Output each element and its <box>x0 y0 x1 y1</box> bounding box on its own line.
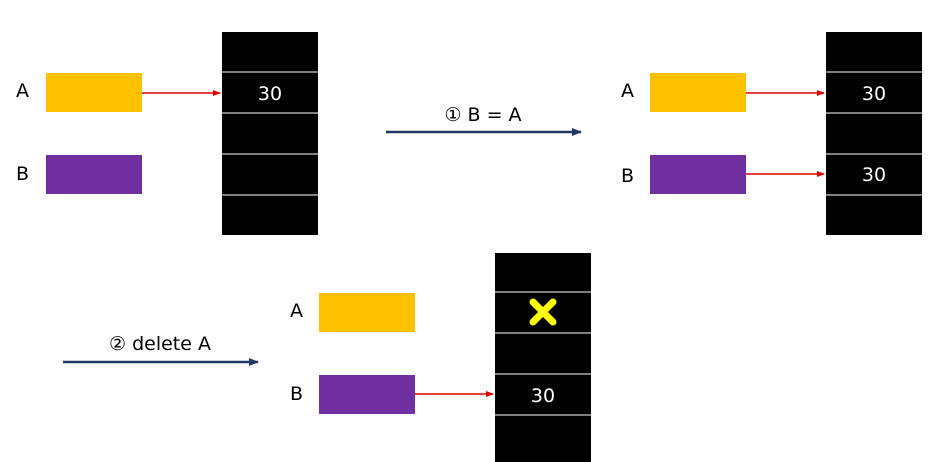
panel-initial: A B 30 <box>16 32 318 235</box>
memory-cell-value-b: 30 <box>531 385 555 407</box>
memory-column: 30 <box>222 32 318 235</box>
var-a-label: A <box>290 300 303 322</box>
var-a-box <box>46 73 142 112</box>
memory-block <box>222 32 318 235</box>
var-a-box <box>650 73 746 112</box>
x-mark-icon <box>529 298 557 326</box>
var-a-label: A <box>621 80 634 102</box>
var-b-box <box>319 375 415 414</box>
step-1: ① B = A <box>386 104 582 136</box>
step-1-label: ① B = A <box>444 104 521 126</box>
var-a-box <box>319 293 415 332</box>
var-b-box <box>46 155 142 194</box>
var-b-label: B <box>16 163 29 185</box>
step-2-label: ② delete A <box>109 333 211 355</box>
step-2: ② delete A <box>63 333 259 366</box>
memory-cell-value-a: 30 <box>862 83 886 105</box>
var-a-label: A <box>16 80 29 102</box>
var-b-box <box>650 155 746 194</box>
memory-cell-value: 30 <box>258 83 282 105</box>
panel-after-delete: A B 30 <box>290 253 591 462</box>
var-b-label: B <box>621 165 634 187</box>
var-b-label: B <box>290 383 303 405</box>
memory-block <box>495 253 591 462</box>
panel-after-assign: A B 30 30 <box>621 32 922 235</box>
memory-cell-value-b: 30 <box>862 164 886 186</box>
memory-column: 30 30 <box>826 32 922 235</box>
memory-block <box>826 32 922 235</box>
memory-column: 30 <box>495 253 591 462</box>
